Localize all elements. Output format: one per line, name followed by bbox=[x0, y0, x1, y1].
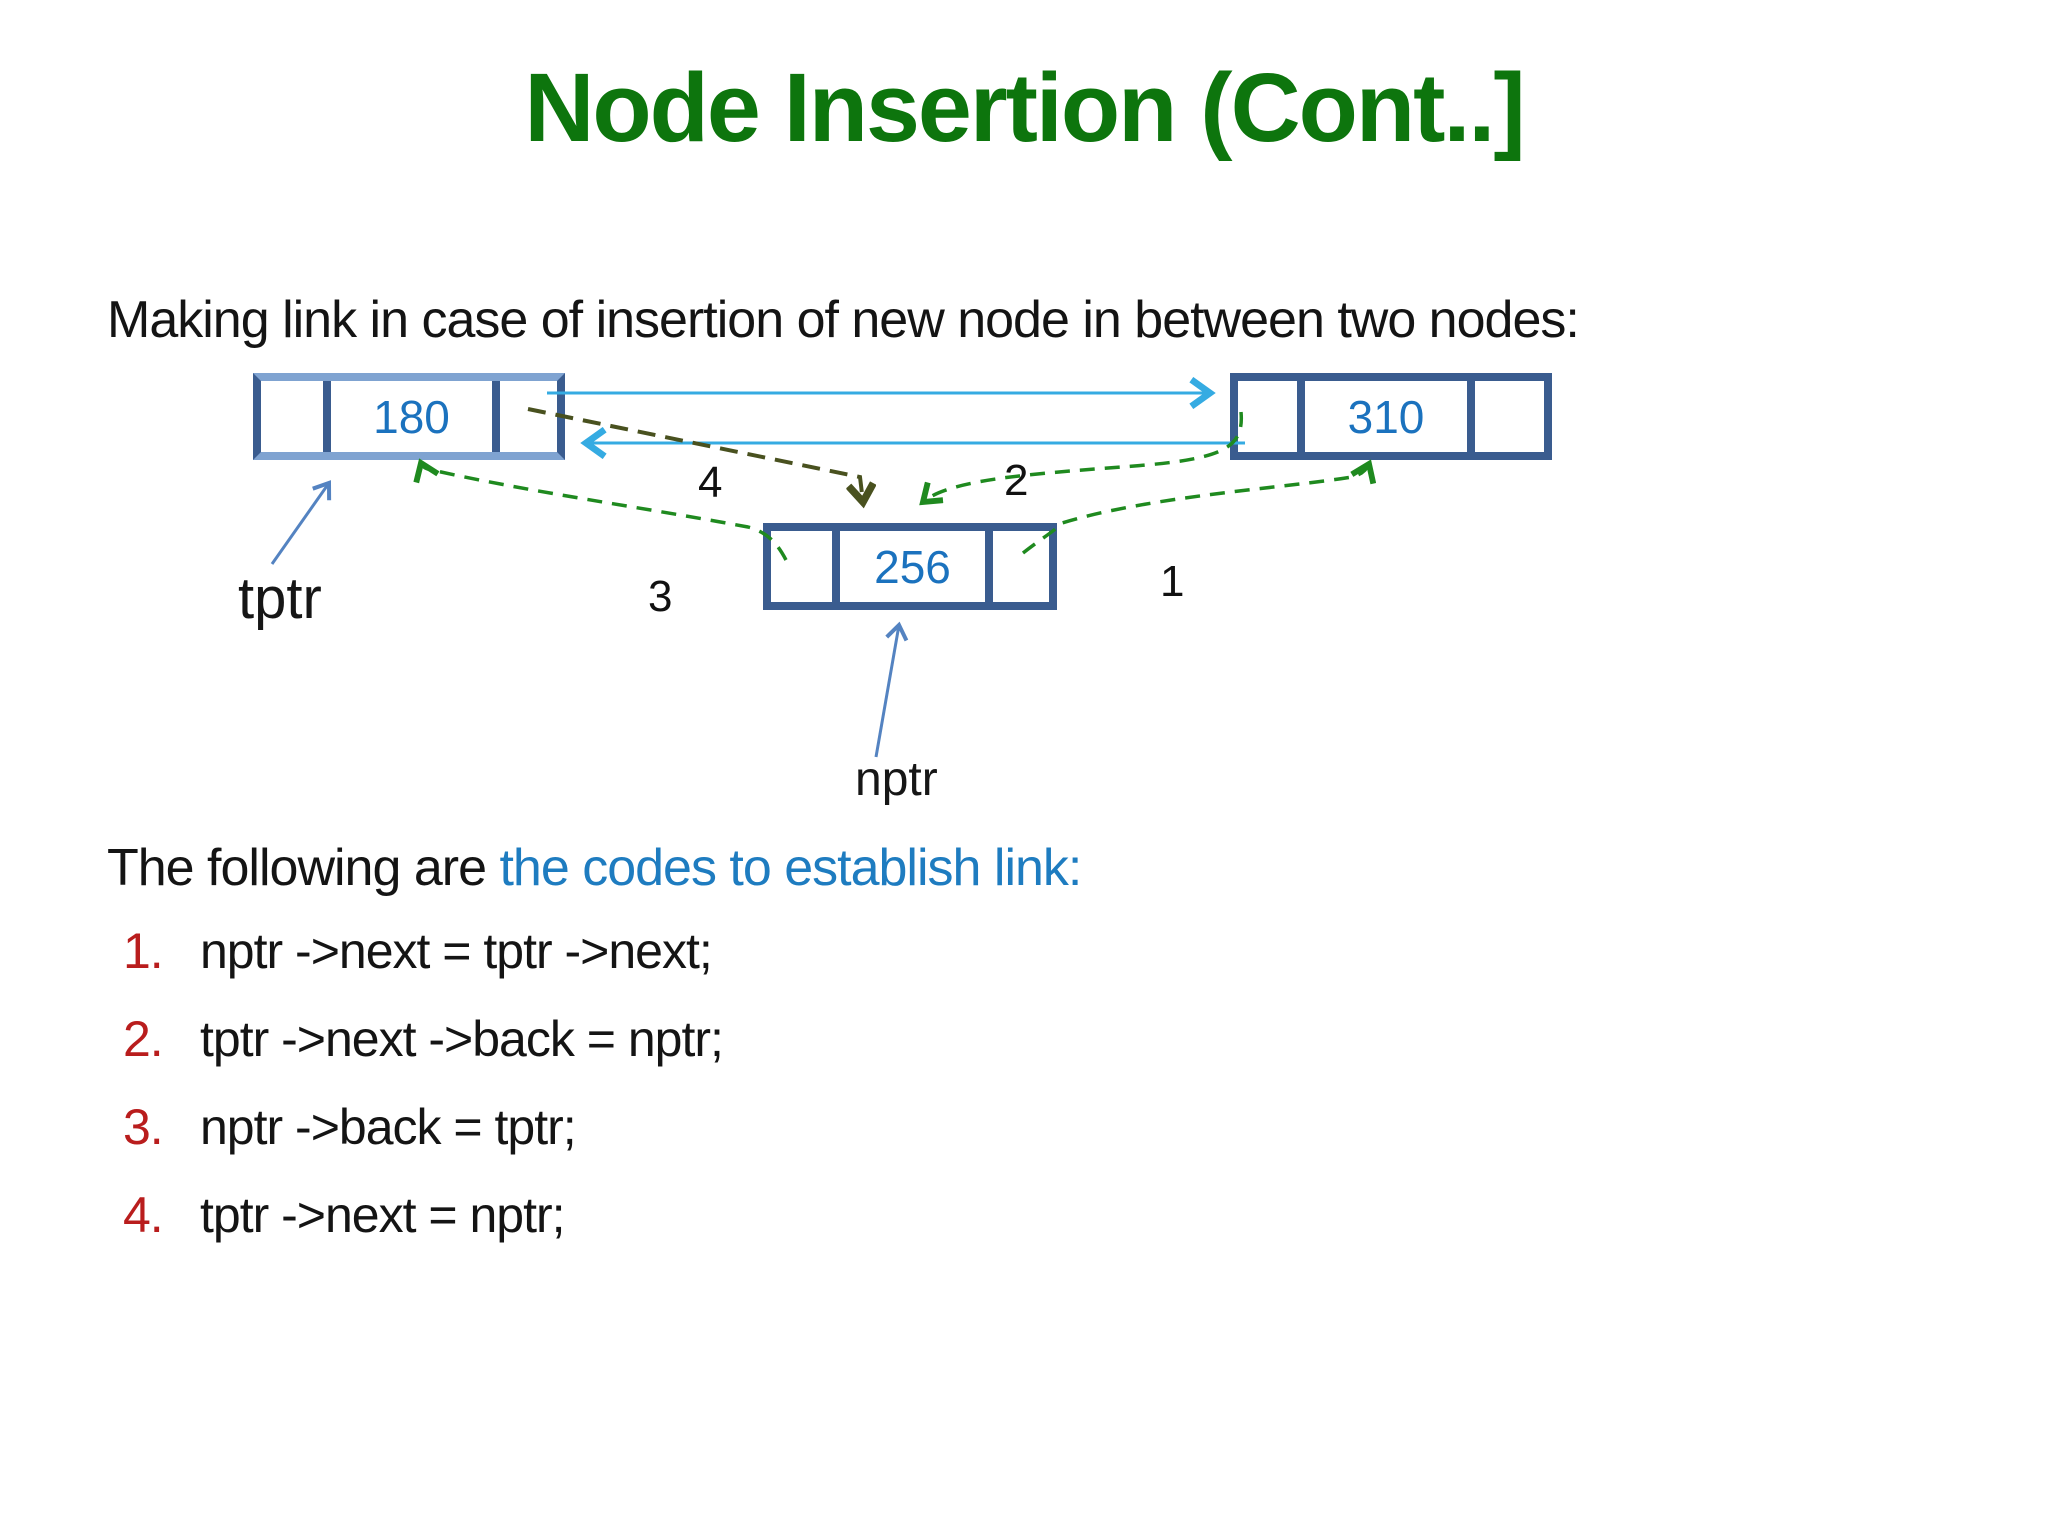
code-step-text: tptr ->next = nptr; bbox=[200, 1187, 566, 1243]
step2-link-arrow bbox=[923, 411, 1244, 502]
code-step-text: nptr ->next = tptr ->next; bbox=[200, 923, 713, 979]
node-180-next-cell bbox=[492, 381, 557, 452]
step4-marker: 4 bbox=[698, 458, 723, 507]
nptr-label: nptr bbox=[855, 753, 938, 806]
node-180-value: 180 bbox=[373, 390, 450, 443]
node-310-value: 310 bbox=[1347, 390, 1425, 443]
node-310-next-cell bbox=[1467, 381, 1544, 452]
code-step-text: nptr ->back = tptr; bbox=[200, 1099, 577, 1155]
following-line: The following are the codes to establish… bbox=[107, 838, 1082, 898]
node-180-back-cell bbox=[261, 381, 323, 452]
tptr-label: tptr bbox=[238, 566, 322, 631]
node-256-back-cell bbox=[771, 531, 832, 602]
code-step-number: 2. bbox=[123, 1011, 164, 1067]
node-180: 180 bbox=[253, 373, 565, 460]
node-256-next-cell bbox=[985, 531, 1049, 602]
following-prefix: The following are bbox=[107, 839, 500, 897]
node-256-value: 256 bbox=[874, 540, 951, 593]
code-step-number: 3. bbox=[123, 1099, 164, 1155]
step1-link-arrow bbox=[1021, 464, 1369, 555]
node-310-data-cell: 310 bbox=[1297, 381, 1467, 452]
node-256: 256 bbox=[763, 523, 1057, 610]
code-step-number: 4. bbox=[123, 1187, 164, 1243]
step3-link-arrow bbox=[421, 463, 788, 561]
node-180-data-cell: 180 bbox=[323, 381, 492, 452]
step4-link-arrow bbox=[527, 407, 863, 502]
node-310-back-cell bbox=[1238, 381, 1297, 452]
tptr-pointer-arrow bbox=[270, 480, 332, 565]
code-step-text: tptr ->next ->back = nptr; bbox=[200, 1011, 724, 1067]
node-256-data-cell: 256 bbox=[832, 531, 985, 602]
step2-marker: 2 bbox=[1004, 456, 1029, 505]
step3-marker: 3 bbox=[648, 572, 673, 621]
intro-text: Making link in case of insertion of new … bbox=[107, 291, 1580, 349]
following-highlight: the codes to establish link: bbox=[499, 839, 1082, 897]
slide-title: Node Insertion (Cont..] bbox=[524, 53, 1525, 162]
code-step-number: 1. bbox=[123, 923, 164, 979]
node-310: 310 bbox=[1230, 373, 1552, 460]
step1-marker: 1 bbox=[1160, 557, 1185, 606]
nptr-pointer-arrow bbox=[874, 621, 909, 758]
